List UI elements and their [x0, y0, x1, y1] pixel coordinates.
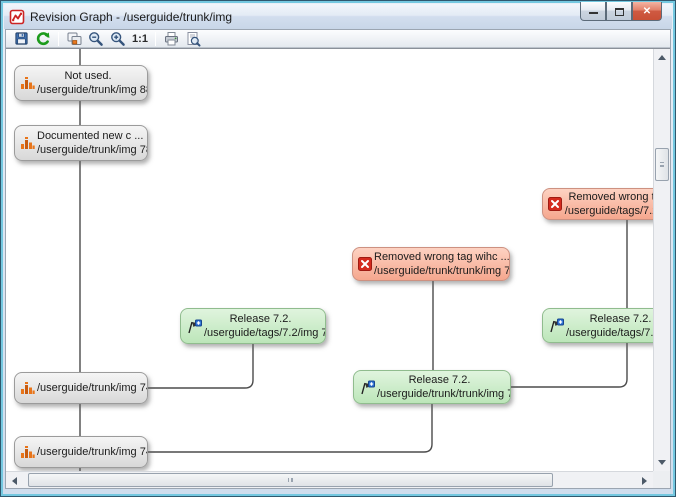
modified-icon	[20, 76, 35, 90]
scroll-up-button[interactable]	[653, 49, 670, 66]
arrow-right-icon	[642, 476, 647, 485]
refresh-icon	[36, 31, 50, 45]
arrow-up-icon	[657, 55, 666, 60]
tag-icon	[186, 319, 202, 334]
tag-icon	[359, 380, 375, 395]
toolbar: 1:1	[6, 30, 670, 48]
deleted-icon	[358, 257, 372, 271]
print-preview-button[interactable]	[183, 30, 203, 47]
revision-node-780[interactable]: Documented new c .../userguide/trunk/img…	[14, 125, 148, 161]
revision-node-tags-removed[interactable]: Removed wrong trun/userguide/tags/7.2/tr…	[542, 188, 653, 220]
scroll-left-button[interactable]	[6, 472, 23, 489]
node-label: Documented new c .../userguide/trunk/img…	[37, 130, 147, 156]
vertical-scroll-thumb[interactable]	[655, 148, 669, 181]
save-button[interactable]	[11, 30, 31, 47]
horizontal-scroll-thumb[interactable]	[28, 473, 553, 487]
tag-icon	[548, 318, 564, 333]
revision-node-747[interactable]: /userguide/trunk/img 747	[14, 372, 148, 404]
toolbar-separator	[155, 31, 156, 46]
revision-node-747-tag[interactable]: Release 7.2./userguide/trunk/trunk/img 7…	[353, 370, 511, 404]
zoom-out-icon	[89, 31, 103, 46]
zoom-reset-button[interactable]: 1:1	[130, 30, 150, 47]
close-button[interactable]: ✕	[632, 2, 662, 21]
edge-747-to-748	[148, 344, 254, 389]
modified-icon	[20, 381, 35, 395]
modified-icon	[20, 136, 35, 150]
compare-icon	[67, 32, 81, 45]
revision-node-748[interactable]: Release 7.2./userguide/tags/7.2/img 748	[180, 308, 326, 344]
thumb-grip	[660, 161, 664, 167]
node-label: Not used./userguide/trunk/img 889	[37, 70, 147, 96]
edge-747-tag-to-tags-release	[511, 343, 628, 388]
client-area: 1:1	[5, 29, 671, 489]
refresh-button[interactable]	[33, 30, 53, 47]
node-label: Release 7.2./userguide/tags/7.2/img 748	[204, 313, 325, 339]
scroll-down-button[interactable]	[653, 454, 670, 471]
zoom-out-button[interactable]	[86, 30, 106, 47]
zoom-reset-label: 1:1	[132, 32, 148, 45]
edge-746-to-747-tag	[148, 404, 433, 453]
maximize-button[interactable]	[606, 2, 632, 21]
arrow-down-icon	[657, 460, 666, 465]
node-label: Release 7.2./userguide/tags/7.2/tru	[566, 312, 653, 339]
revision-node-tags-release[interactable]: Release 7.2./userguide/tags/7.2/tru	[542, 308, 653, 343]
close-icon: ✕	[642, 6, 652, 17]
maximize-icon	[614, 8, 624, 16]
zoom-in-button[interactable]	[108, 30, 128, 47]
minimize-icon	[588, 11, 598, 14]
arrow-left-icon	[12, 476, 17, 485]
revision-node-889[interactable]: Not used./userguide/trunk/img 889	[14, 65, 148, 101]
minimize-button[interactable]	[580, 2, 606, 21]
titlebar: Revision Graph - /userguide/trunk/img ✕	[4, 2, 672, 29]
toolbar-separator	[58, 31, 59, 46]
thumb-grip	[287, 478, 293, 482]
save-icon	[14, 32, 28, 45]
modified-icon	[20, 445, 35, 459]
node-label: Removed wrong trun/userguide/tags/7.2/tr…	[564, 191, 653, 217]
revision-node-749[interactable]: Removed wrong tag wihc .../userguide/tru…	[352, 247, 510, 281]
scrollbar-corner	[653, 471, 670, 488]
deleted-icon	[548, 197, 562, 211]
zoom-in-icon	[111, 31, 125, 46]
revision-graph-app-icon	[9, 9, 25, 25]
scroll-right-button[interactable]	[636, 472, 653, 489]
node-label: /userguide/trunk/img 747	[37, 382, 147, 394]
print-icon	[164, 31, 178, 45]
print-button[interactable]	[161, 30, 181, 47]
vertical-scrollbar[interactable]	[653, 49, 670, 471]
node-label: Removed wrong tag wihc .../userguide/tru…	[374, 251, 509, 277]
revision-node-746[interactable]: /userguide/trunk/img 746	[14, 436, 148, 468]
window-controls: ✕	[580, 2, 662, 21]
print-preview-icon	[187, 31, 201, 46]
window-title: Revision Graph - /userguide/trunk/img	[30, 9, 233, 24]
horizontal-scrollbar[interactable]	[6, 471, 653, 488]
node-label: Release 7.2./userguide/trunk/trunk/img 7…	[377, 374, 510, 400]
node-label: /userguide/trunk/img 746	[37, 446, 147, 458]
compare-revisions-button[interactable]	[64, 30, 84, 47]
edge-layer	[79, 49, 628, 471]
